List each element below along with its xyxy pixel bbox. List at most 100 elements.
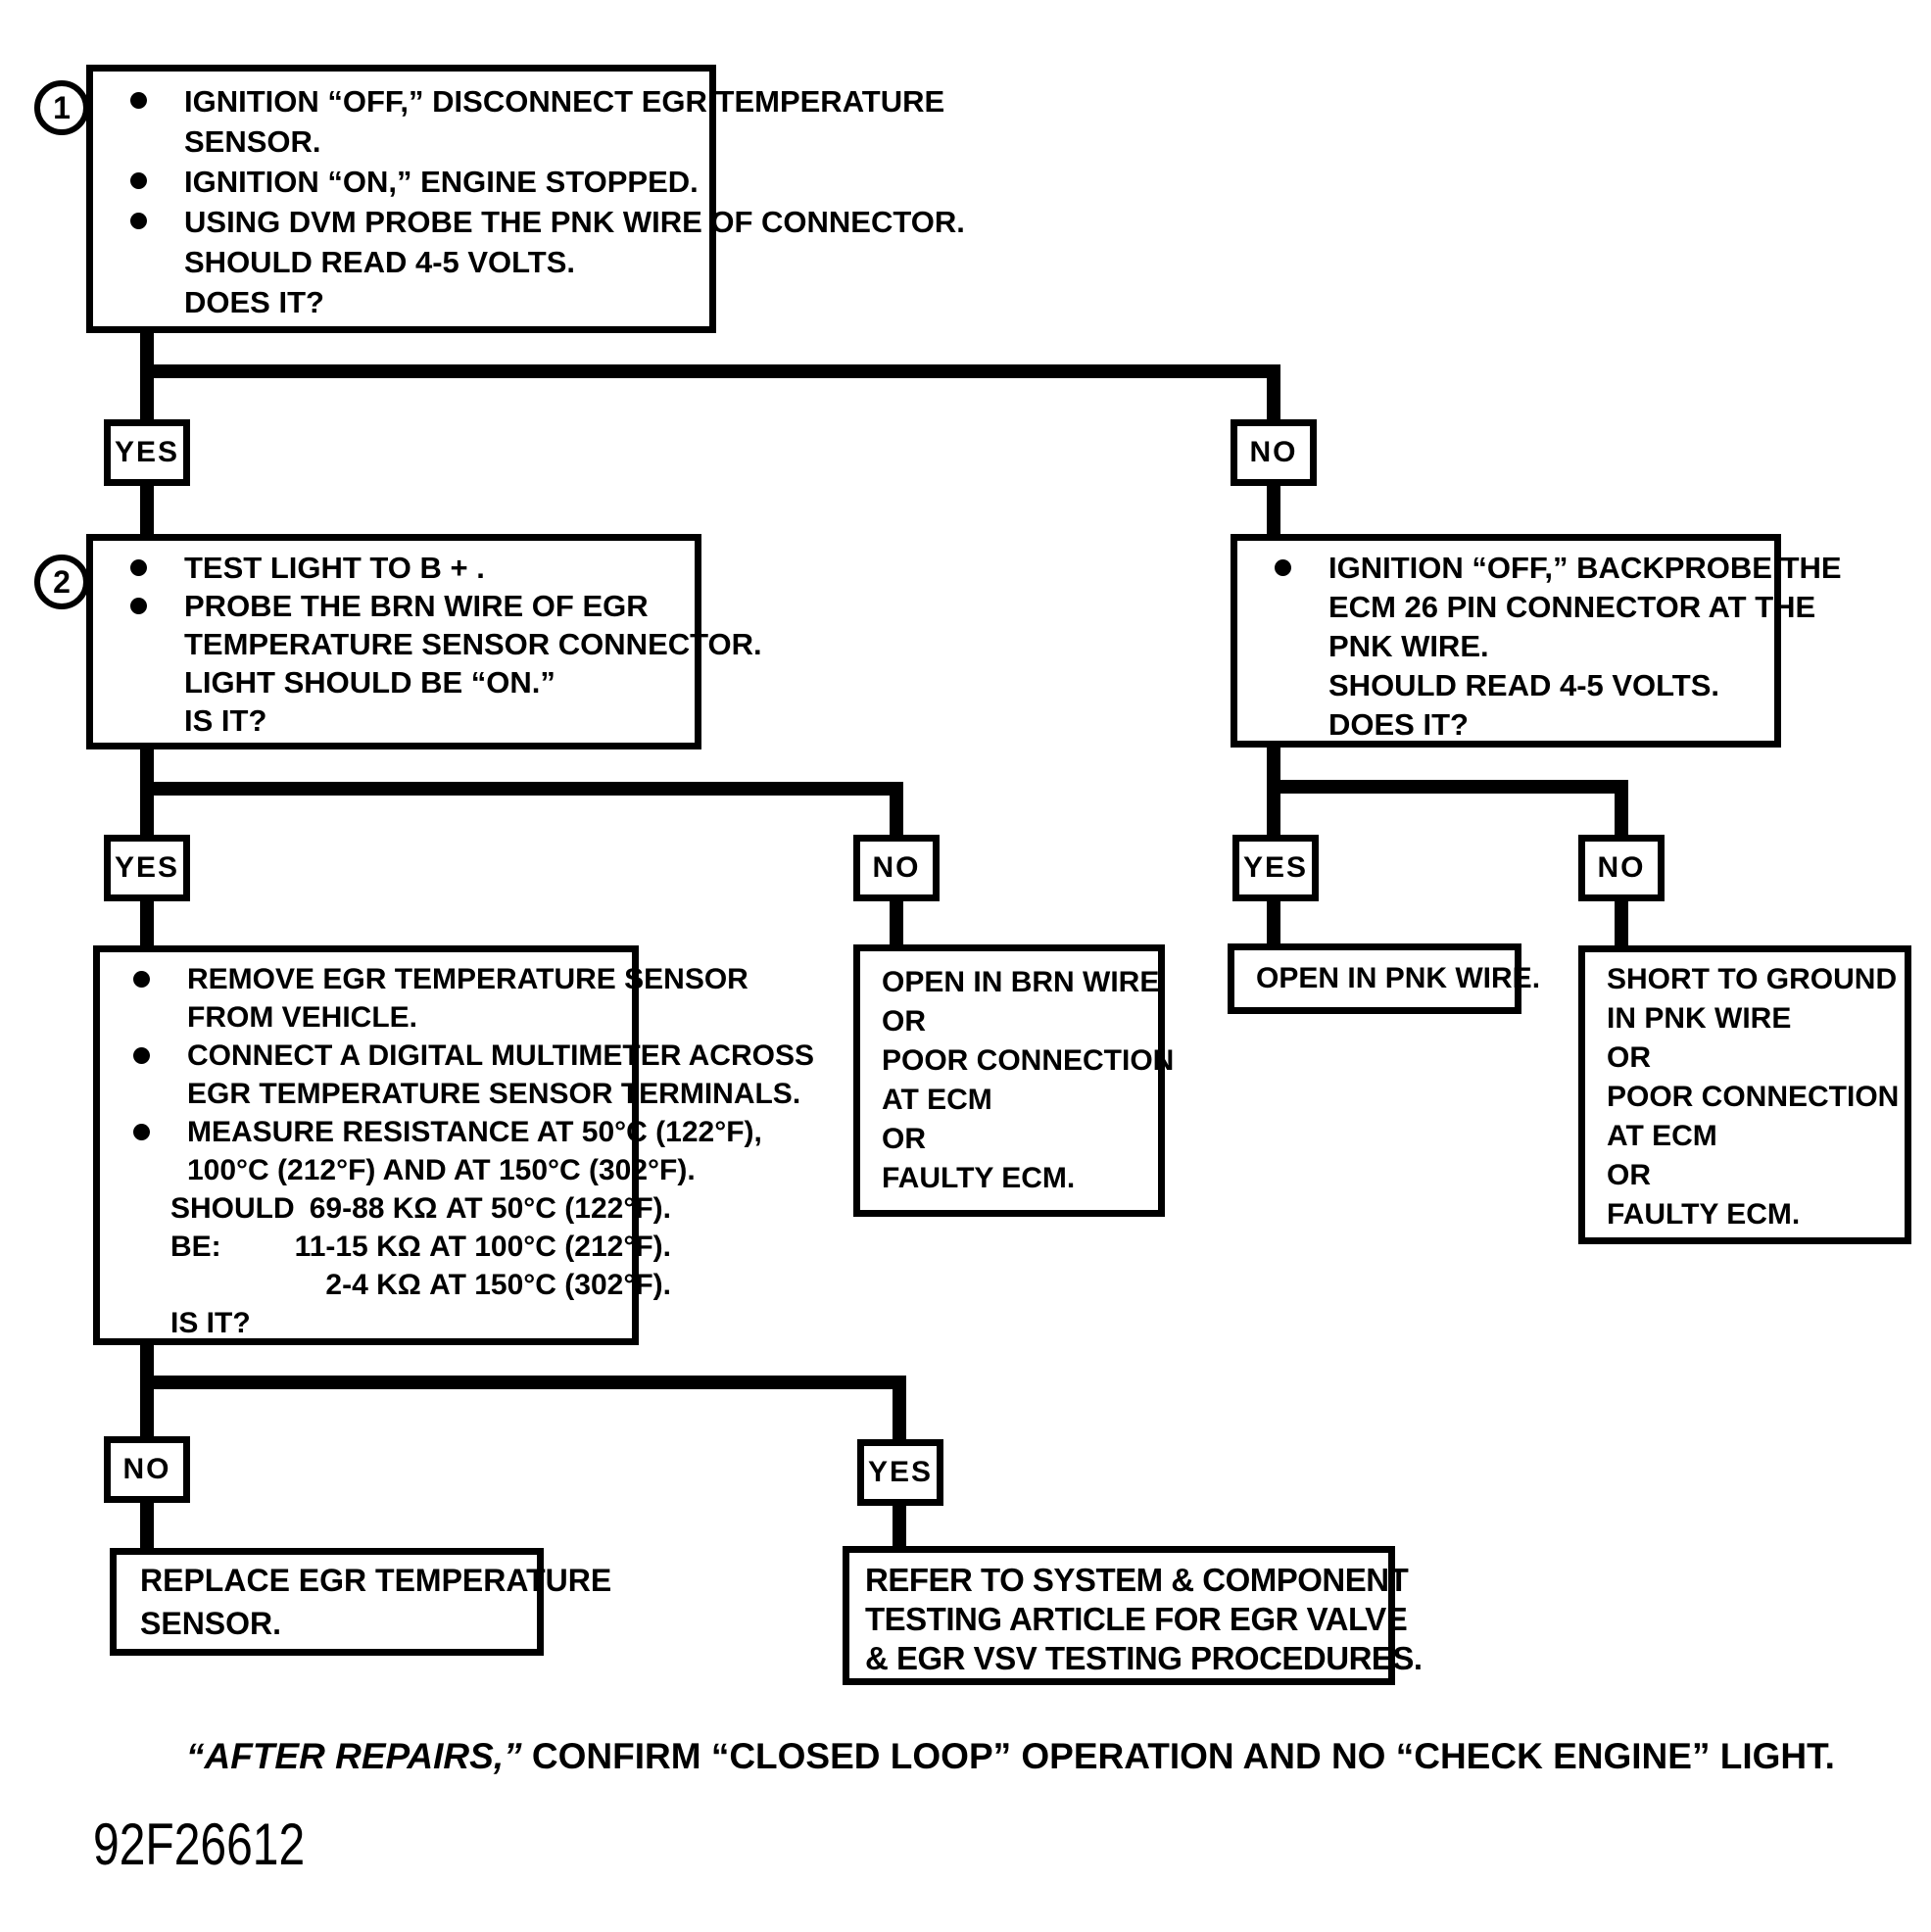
- connector-line: [893, 1376, 906, 1441]
- connector-line: [1267, 780, 1628, 794]
- open-pnk-wire-box: OPEN IN PNK WIRE.: [1228, 943, 1540, 1014]
- text-line: SHORT TO GROUND: [1607, 963, 1898, 995]
- text-line: AT ECM: [1607, 1120, 1717, 1152]
- text-line: OR: [882, 1123, 926, 1155]
- open-brn-wire-box: OPEN IN BRN WIRE OR POOR CONNECTION AT E…: [853, 944, 1175, 1217]
- text-line: PNK WIRE.: [1328, 629, 1489, 663]
- bullet-row: IGNITION “OFF,” DISCONNECT EGR TEMPERATU…: [130, 81, 944, 162]
- after-repairs-rest: CONFIRM “CLOSED LOOP” OPERATION AND NO “…: [521, 1736, 1835, 1776]
- connector-line: [890, 782, 903, 837]
- text-line: EGR TEMPERATURE SENSOR TERMINALS.: [187, 1078, 801, 1110]
- text-line: OPEN IN PNK WIRE.: [1256, 962, 1541, 994]
- text-line: PROBE THE BRN WIRE OF EGR: [184, 589, 649, 623]
- text-line: FROM VEHICLE.: [187, 1001, 418, 1034]
- branch-label-yes-2: YES: [104, 835, 190, 901]
- bullet-icon: [133, 1124, 150, 1140]
- branch-label-no-1: NO: [1231, 419, 1317, 486]
- connector-line: [140, 1376, 906, 1389]
- bullet-row: PROBE THE BRN WIRE OF EGR TEMPERATURE SE…: [130, 587, 762, 740]
- text-line: SHOULD READ 4-5 VOLTS.: [1328, 668, 1720, 702]
- text-line: REFER TO SYSTEM & COMPONENT: [865, 1562, 1409, 1598]
- text-line: MEASURE RESISTANCE AT 50°C (122°F),: [187, 1116, 762, 1148]
- refer-testing-article-box: REFER TO SYSTEM & COMPONENT TESTING ARTI…: [843, 1546, 1423, 1685]
- step2-box: TEST LIGHT TO B + . PROBE THE BRN WIRE O…: [86, 534, 762, 749]
- text-line: USING DVM PROBE THE PNK WIRE OF CONNECTO…: [184, 205, 965, 239]
- bullet-icon: [130, 92, 147, 109]
- text-line: & EGR VSV TESTING PROCEDURES.: [865, 1640, 1423, 1676]
- text-line: SHOULD READ 4-5 VOLTS.: [184, 245, 576, 279]
- branch-label-yes-3: YES: [1232, 835, 1319, 901]
- text-line: FAULTY ECM.: [882, 1162, 1076, 1194]
- text-line: IGNITION “OFF,” DISCONNECT EGR TEMPERATU…: [184, 84, 945, 119]
- connector-line: [1615, 780, 1628, 837]
- bullet-icon: [1275, 559, 1291, 576]
- text-line: SENSOR.: [140, 1606, 282, 1641]
- bullet-icon: [130, 598, 147, 614]
- text-line: SENSOR.: [184, 124, 321, 159]
- resistance-spec: 2-4 KΩ AT 150°C (302°F).: [325, 1269, 671, 1301]
- resistance-spec: 69-88 KΩ AT 50°C (122°F).: [309, 1192, 671, 1225]
- step1-box: IGNITION “OFF,” DISCONNECT EGR TEMPERATU…: [86, 65, 965, 333]
- step-number-text: 2: [53, 563, 71, 600]
- text-line: TESTING ARTICLE FOR EGR VALVE: [865, 1601, 1408, 1637]
- text-line: OR: [1607, 1041, 1651, 1074]
- branch-label-text: NO: [872, 851, 921, 884]
- after-repairs-italic: “AFTER REPAIRS,”: [186, 1736, 522, 1776]
- bullet-row: CONNECT A DIGITAL MULTIMETER ACROSS EGR …: [133, 1037, 814, 1113]
- bullet-row: MEASURE RESISTANCE AT 50°C (122°F), 100°…: [133, 1113, 762, 1189]
- step-number-badge-2: 2: [34, 555, 89, 609]
- replace-sensor-box: REPLACE EGR TEMPERATURE SENSOR.: [110, 1548, 612, 1656]
- text-line: FAULTY ECM.: [1607, 1198, 1801, 1231]
- branch-label-yes-1: YES: [104, 419, 190, 486]
- branch-label-text: YES: [867, 1456, 934, 1488]
- connector-line: [1267, 364, 1280, 419]
- bullet-icon: [133, 971, 150, 988]
- text-line: REPLACE EGR TEMPERATURE: [140, 1563, 612, 1598]
- connector-line: [893, 1506, 906, 1548]
- branch-label-text: YES: [1242, 851, 1309, 884]
- measure-resistance-box: REMOVE EGR TEMPERATURE SENSOR FROM VEHIC…: [93, 945, 814, 1345]
- text-line: OR: [882, 1005, 926, 1038]
- branch-label-no-4: NO: [104, 1436, 190, 1503]
- after-repairs-note: “AFTER REPAIRS,” CONFIRM “CLOSED LOOP” O…: [186, 1736, 1835, 1777]
- branch-label-no-2: NO: [853, 835, 940, 901]
- text-line: TEMPERATURE SENSOR CONNECTOR.: [184, 627, 762, 661]
- text-line: IGNITION “OFF,” BACKPROBE THE: [1328, 551, 1842, 585]
- connector-line: [140, 782, 903, 796]
- branch-label-text: NO: [1597, 851, 1646, 884]
- bullet-row: IGNITION “ON,” ENGINE STOPPED.: [130, 162, 700, 202]
- text-line: DOES IT?: [184, 285, 324, 319]
- text-line: OPEN IN BRN WIRE: [882, 966, 1160, 998]
- text-line: AT ECM: [882, 1084, 992, 1116]
- bullet-row: TEST LIGHT TO B + .: [130, 549, 685, 587]
- bullet-icon: [130, 213, 147, 229]
- text-line: REMOVE EGR TEMPERATURE SENSOR: [187, 963, 748, 995]
- text-line: IN PNK WIRE: [1607, 1002, 1792, 1035]
- text-line: ECM 26 PIN CONNECTOR AT THE: [1328, 590, 1816, 624]
- text-line: POOR CONNECTION: [882, 1044, 1175, 1077]
- text-line: POOR CONNECTION: [1607, 1081, 1900, 1113]
- text-line: IGNITION “ON,” ENGINE STOPPED.: [184, 165, 699, 199]
- branch-label-text: NO: [122, 1453, 171, 1485]
- should-be-label: SHOULD BE:: [170, 1192, 295, 1263]
- branch-label-text: NO: [1249, 436, 1298, 468]
- text-line: 100°C (212°F) AND AT 150°C (302°F).: [187, 1154, 696, 1186]
- bullet-icon: [130, 559, 147, 576]
- connector-line: [1267, 484, 1280, 536]
- text-line: IS IT?: [184, 703, 267, 738]
- branch-label-text: YES: [114, 851, 180, 884]
- document-code: 92F26612: [93, 1811, 306, 1877]
- text-line: TEST LIGHT TO B + .: [184, 551, 485, 585]
- connector-line: [140, 1501, 154, 1550]
- backprobe-ecm-box: IGNITION “OFF,” BACKPROBE THE ECM 26 PIN…: [1231, 534, 1842, 748]
- text-line: LIGHT SHOULD BE “ON.”: [184, 665, 555, 700]
- connector-line: [140, 484, 154, 536]
- connector-line: [1267, 899, 1280, 945]
- branch-label-text: YES: [114, 436, 180, 468]
- branch-label-no-3: NO: [1578, 835, 1665, 901]
- bullet-icon: [133, 1047, 150, 1064]
- bullet-row: REMOVE EGR TEMPERATURE SENSOR FROM VEHIC…: [133, 960, 748, 1037]
- should-be-row: SHOULD BE: 69-88 KΩ AT 50°C (122°F). 11-…: [170, 1189, 671, 1304]
- resistance-spec: 11-15 KΩ AT 100°C (212°F).: [294, 1231, 671, 1263]
